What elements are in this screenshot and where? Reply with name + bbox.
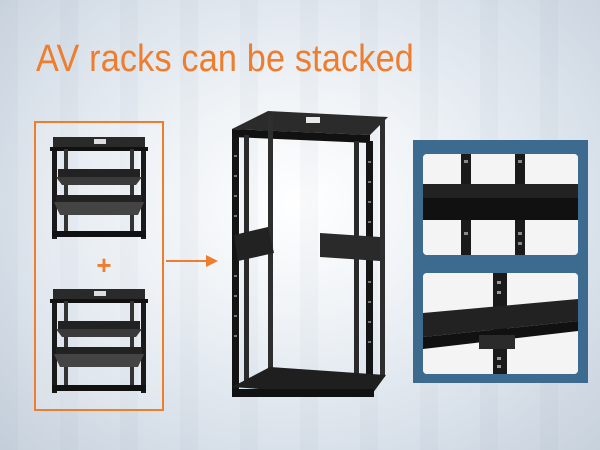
rack-joint-detail-bottom xyxy=(423,273,578,374)
small-rack-bottom xyxy=(50,289,148,393)
plus-sign: + xyxy=(96,250,112,280)
detail-inset-top xyxy=(423,154,578,255)
rack-joint-detail-top xyxy=(423,154,578,255)
detail-inset-bottom xyxy=(423,273,578,374)
arrow-right-icon xyxy=(166,255,218,267)
detail-insets-frame xyxy=(413,140,588,383)
stacked-racks-box xyxy=(34,121,164,411)
small-rack-top xyxy=(50,137,148,239)
tall-stacked-rack xyxy=(232,111,388,397)
headline: AV racks can be stacked xyxy=(36,38,414,80)
small-racks-illustration xyxy=(50,137,148,393)
